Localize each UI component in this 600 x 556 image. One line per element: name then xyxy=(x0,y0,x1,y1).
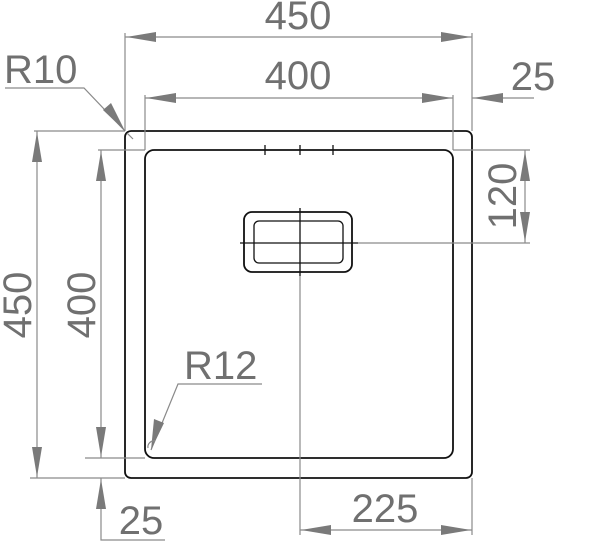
label-overall-width: 450 xyxy=(265,0,332,38)
label-right-offset: 25 xyxy=(511,55,556,99)
sink-inner-bowl xyxy=(144,149,454,459)
label-bottom-offset: 25 xyxy=(119,499,164,543)
arrow-icon xyxy=(422,93,452,103)
radius-tick xyxy=(126,132,134,140)
label-inner-height: 400 xyxy=(60,272,104,339)
extension-lines xyxy=(30,33,530,535)
radius-arc xyxy=(147,440,156,449)
leader-inner-radius xyxy=(150,383,262,451)
arrow-icon xyxy=(146,93,176,103)
sink-outer-outline xyxy=(124,130,473,479)
label-drain-from-top: 120 xyxy=(481,163,525,230)
arrow-icon xyxy=(520,151,530,181)
label-outer-radius: R10 xyxy=(4,48,77,92)
arrow-icon xyxy=(32,447,42,477)
arrow-icon xyxy=(96,427,106,457)
arrow-icon xyxy=(96,479,106,509)
drain-outer xyxy=(243,211,353,273)
arrow-icon xyxy=(151,419,164,450)
drain-inner xyxy=(253,220,344,264)
label-drain-center: 225 xyxy=(352,487,419,531)
label-overall-height: 450 xyxy=(0,272,40,339)
arrow-icon xyxy=(301,525,331,535)
arrow-icon xyxy=(32,132,42,162)
arrow-icon xyxy=(441,525,471,535)
label-inner-radius: R12 xyxy=(184,344,257,388)
arrow-icon xyxy=(473,93,503,103)
arrow-icon xyxy=(96,151,106,181)
arrow-icon xyxy=(520,212,530,242)
arrow-icon xyxy=(441,32,471,42)
label-inner-width: 400 xyxy=(265,54,332,98)
arrow-icon xyxy=(103,103,125,131)
top-tick-marks xyxy=(264,145,334,155)
arrow-icon xyxy=(126,32,156,42)
